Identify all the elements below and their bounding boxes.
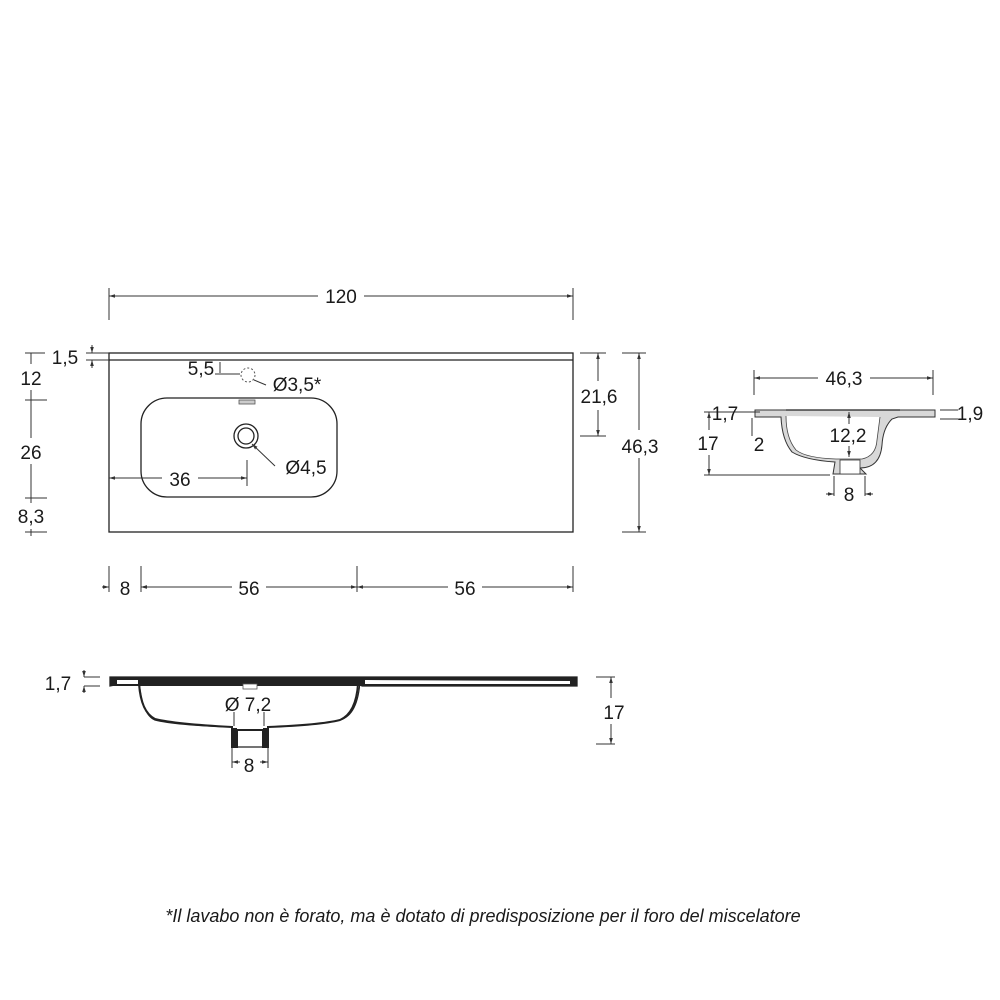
overflow-slot	[238, 399, 256, 405]
top-view: 120 1,5 12 26 8,3 5,5 Ø3,5* Ø4,5 36	[10, 287, 658, 600]
front-dim-height: 17	[603, 703, 624, 724]
side-dim-drain: 8	[844, 485, 855, 506]
dim-left-12: 12	[20, 369, 41, 390]
side-dim-rim-right: 1,9	[957, 404, 983, 425]
dim-bottom-56-a: 56	[238, 579, 259, 600]
label-tap-hole: Ø3,5*	[273, 375, 322, 396]
side-dim-height: 17	[697, 434, 718, 455]
side-dim-depth: 46,3	[826, 369, 863, 390]
front-dim-drain-width: 8	[244, 756, 255, 777]
drain-inner	[237, 427, 255, 445]
dim-top-rim: 1,5	[52, 348, 78, 369]
footnote: *Il lavabo non è forato, ma è dotato di …	[165, 906, 800, 926]
dim-left-26: 26	[20, 443, 41, 464]
tap-hole-dashed	[240, 367, 256, 383]
side-view: 46,3 17 1,7 2 12,2 8 1,9	[697, 369, 983, 506]
bowl-outline	[140, 397, 338, 498]
front-dim-rim: 1,7	[45, 674, 71, 695]
dim-bottom-56-b: 56	[454, 579, 475, 600]
basin-outline	[108, 352, 574, 533]
side-dim-basin-depth: 12,2	[830, 426, 867, 447]
dim-left-8-3: 8,3	[18, 507, 44, 528]
dim-width: 120	[325, 287, 357, 308]
front-dim-drain-diameter: Ø 7,2	[225, 695, 271, 716]
side-dim-wall: 2	[754, 435, 765, 456]
side-dim-rim-left: 1,7	[712, 404, 738, 425]
label-drain-hole: Ø4,5	[285, 458, 326, 479]
dim-right-depth: 21,6	[581, 387, 618, 408]
dim-bottom-8: 8	[120, 579, 131, 600]
front-view: 1,7 Ø 7,2 8 17	[45, 670, 625, 777]
dim-overall-depth: 46,3	[622, 437, 659, 458]
dim-tap-offset: 5,5	[188, 359, 214, 380]
drain-outer	[233, 423, 259, 449]
dim-drain-offset: 36	[169, 470, 190, 491]
